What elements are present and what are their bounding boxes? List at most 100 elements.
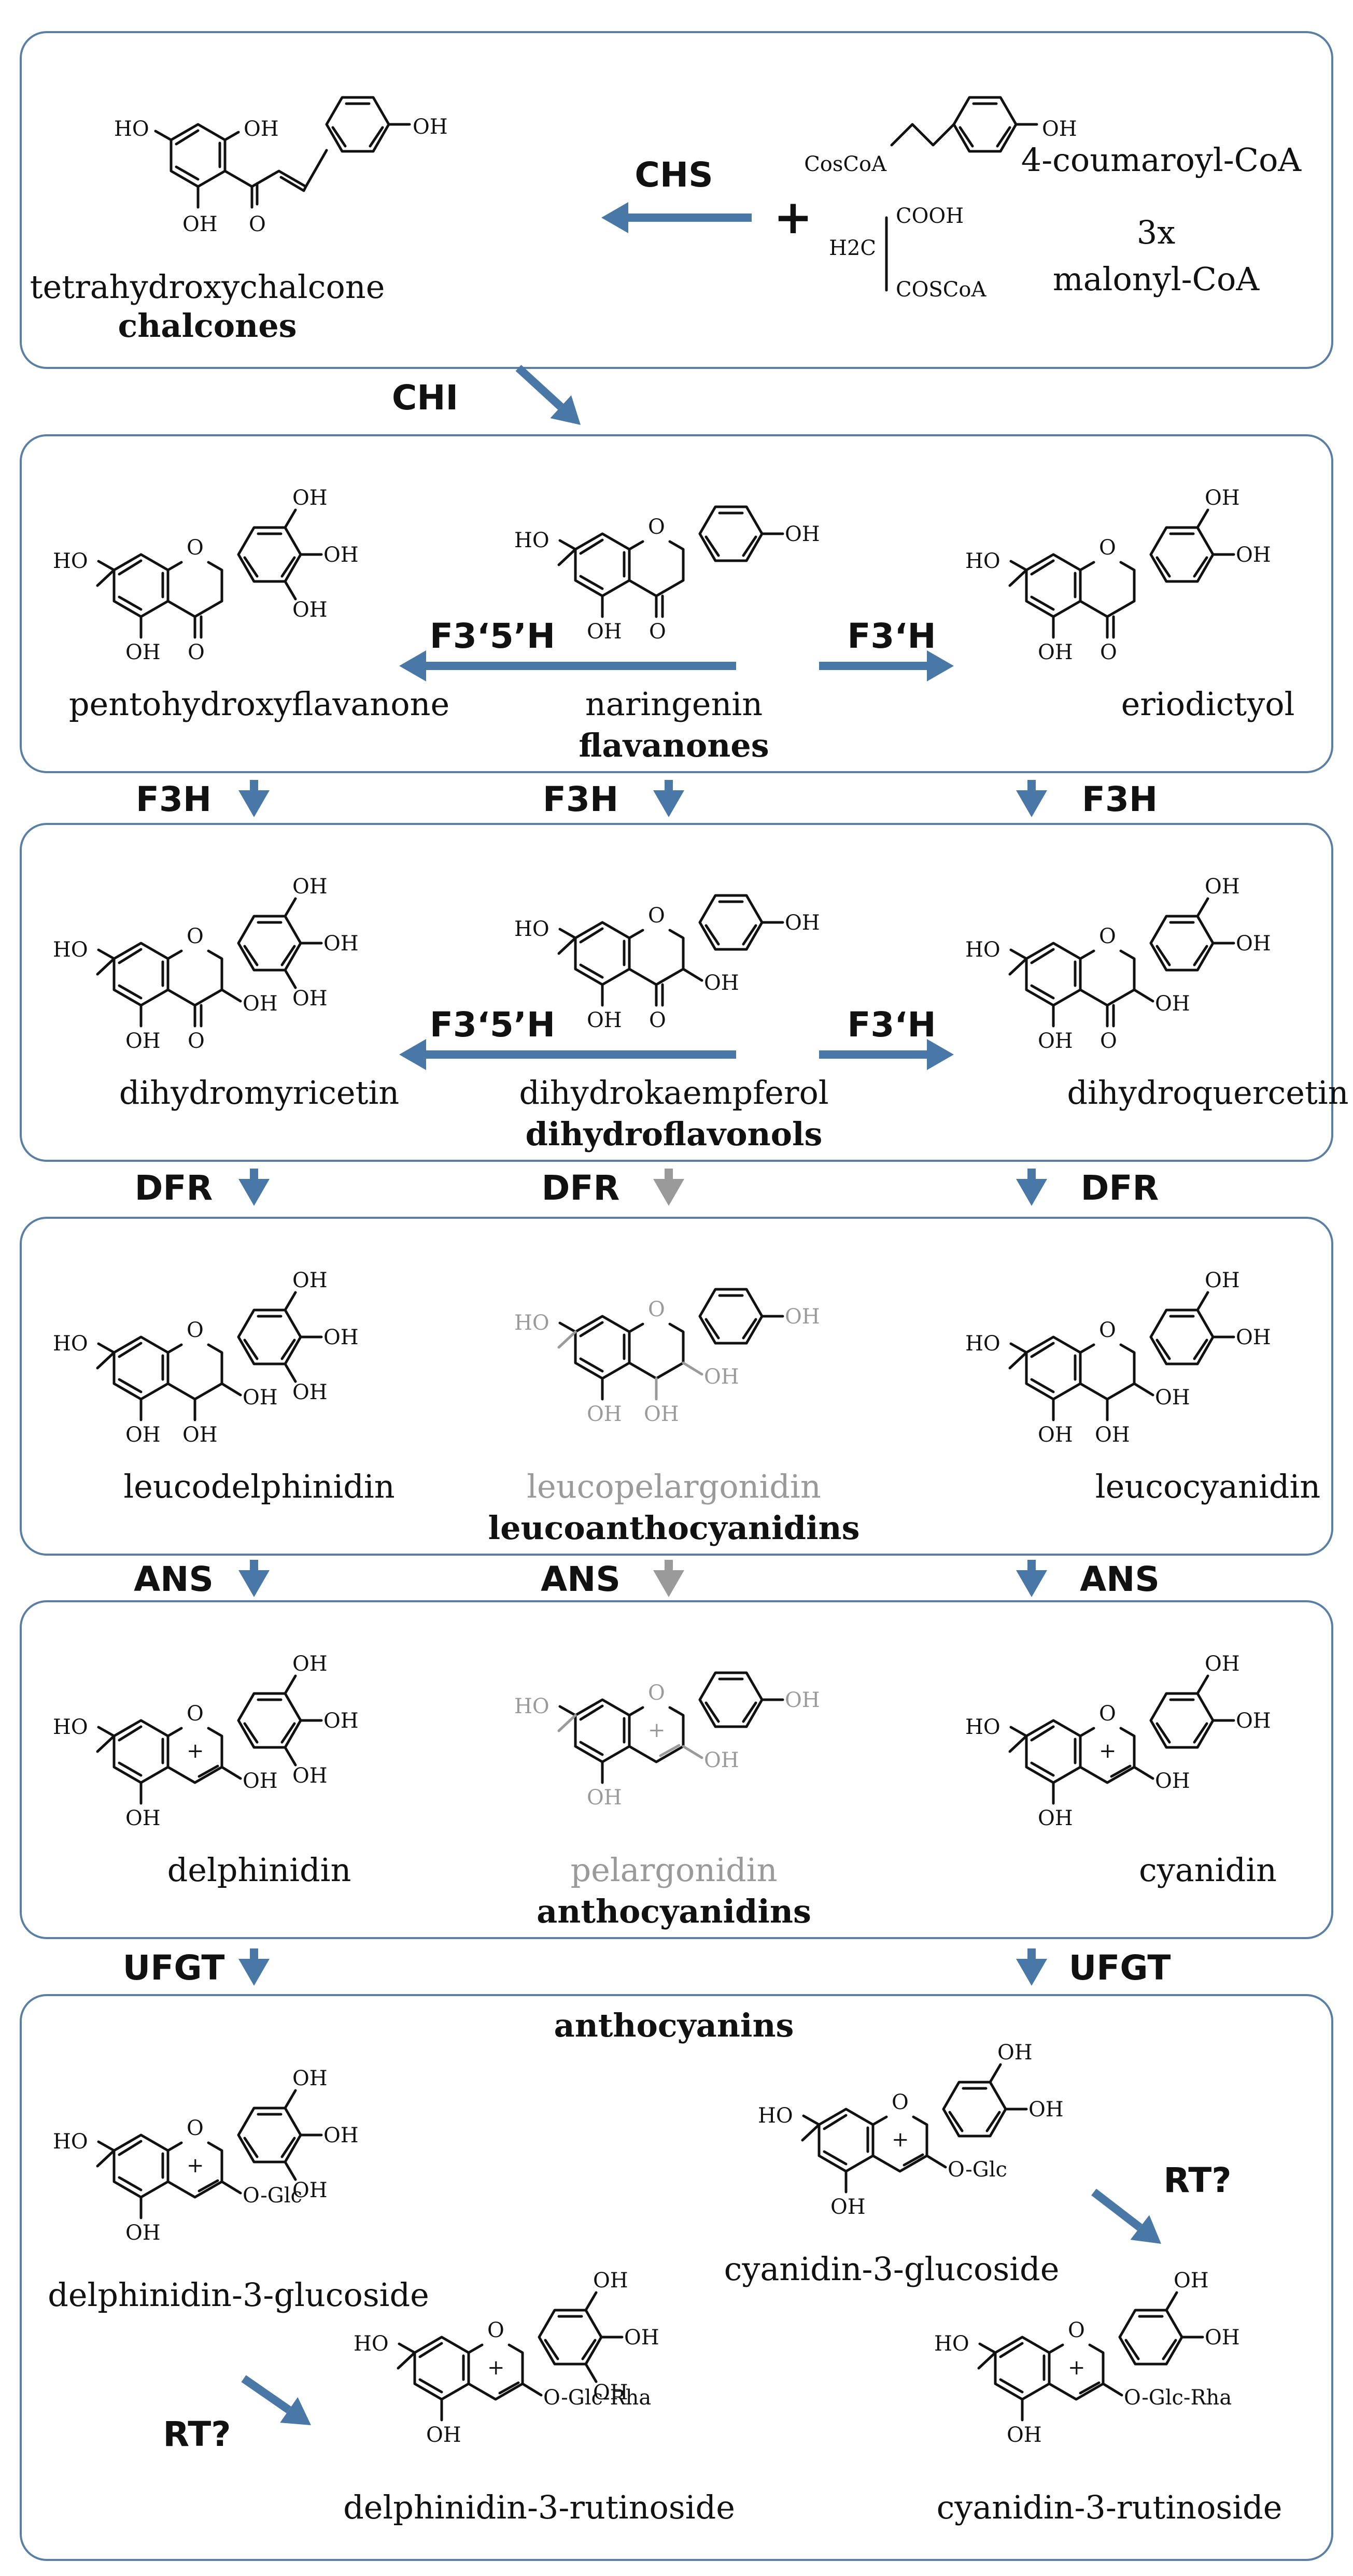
ho-7-label: HO	[514, 529, 549, 552]
rt-right-label: RT?	[1163, 2160, 1231, 2200]
ring-oxygen-label: O	[648, 1681, 665, 1705]
ring-oxygen-label: O	[1099, 1318, 1116, 1342]
ufgt-right-label: UFGT	[1069, 1948, 1171, 1988]
oh-3-label: OH	[704, 971, 739, 995]
ho-7-label: HO	[514, 917, 549, 941]
oh-4p-label: OH	[624, 2326, 659, 2350]
oh-3-label: OH	[243, 1769, 278, 1793]
oh-4p-label: OH	[323, 543, 359, 567]
ans-center-arrow	[653, 1560, 684, 1597]
flavanones-f3h-prime-arrow	[819, 650, 954, 681]
ring-oxygen-label: O	[1099, 536, 1116, 560]
chalcone-ho-label: HO	[114, 117, 149, 141]
flavanones-right-name: eriodictyol	[1121, 685, 1295, 723]
anthocyanidins-right-name: cyanidin	[1139, 1851, 1277, 1889]
plus-sign: +	[773, 190, 812, 245]
f3h-right-label: F3H	[1082, 779, 1158, 819]
cation-label: +	[187, 2154, 204, 2177]
oh-3p-label: OH	[1205, 875, 1240, 899]
cation-label: +	[1068, 2356, 1086, 2380]
ho-7-label: HO	[514, 1311, 549, 1335]
chi-arrow	[515, 365, 581, 425]
oh-3-label: OH	[704, 1365, 739, 1389]
malonyl-label: malonyl-CoA	[1053, 260, 1260, 298]
dihydroflavonols-f3h-prime-label: F3‘H	[847, 1005, 936, 1045]
oh-3p-label: OH	[292, 2067, 328, 2090]
oh-5-label: OH	[125, 1423, 161, 1447]
oh-5p-label: OH	[292, 598, 328, 622]
ufgt-left-label: UFGT	[123, 1948, 225, 1988]
ans-right-arrow	[1016, 1560, 1047, 1597]
oh-3-label: OH	[243, 992, 278, 1016]
dihydroflavonols-box	[20, 823, 1333, 1162]
ufgt-left-arrow	[238, 1948, 270, 1986]
ring-oxygen-label: O	[1099, 924, 1116, 948]
oh-5p-label: OH	[292, 1764, 328, 1788]
oh-5-label: OH	[426, 2423, 461, 2447]
oh-3-label: OH	[1155, 1769, 1190, 1793]
dfr-center-arrow	[653, 1169, 684, 1206]
cg-name: cyanidin-3-glucoside	[724, 2250, 1060, 2288]
ho-7-label: HO	[965, 549, 1000, 573]
chalcone-oh-label: OH	[244, 117, 279, 141]
chs-label: CHS	[635, 155, 713, 195]
oh-3p-label: OH	[1205, 486, 1240, 510]
coumaroyl-oh-label: OH	[1042, 117, 1077, 141]
f3h-center-arrow	[653, 780, 684, 817]
oh-5-label: OH	[125, 1806, 161, 1830]
coumaroyl-label: 4-coumaroyl-CoA	[1021, 141, 1302, 179]
oh-3p-label: OH	[292, 875, 328, 899]
chalcone-oh5-label: OH	[182, 212, 218, 236]
dihydroflavonols-f3h-prime-arrow	[819, 1039, 954, 1070]
ans-left-arrow	[238, 1560, 270, 1597]
ho-7-label: HO	[965, 1332, 1000, 1356]
oh-4p-label: OH	[323, 1709, 359, 1733]
ring-oxygen-label: O	[648, 515, 665, 539]
chalcone-compound-name: tetrahydroxychalcone	[30, 268, 385, 306]
ring-oxygen-label: O	[187, 924, 204, 948]
anthocyanidins-class-label: anthocyanidins	[537, 1892, 811, 1930]
dfr-right-arrow	[1016, 1169, 1047, 1206]
oh-5p-label: OH	[292, 1380, 328, 1404]
oh-4p-label: OH	[323, 1326, 359, 1349]
anthocyanins-box	[20, 1994, 1333, 2561]
malonyl-cooh-label: COOH	[896, 204, 964, 228]
oh-5-label: OH	[1007, 2423, 1042, 2447]
oh-3p-label: OH	[593, 2269, 628, 2293]
oh-5-label: OH	[125, 2221, 161, 2245]
rt-left-arrow	[241, 2375, 311, 2425]
oh-3-label: O-Glc-Rha	[543, 2386, 651, 2410]
ho-7-label: HO	[354, 2332, 389, 2356]
keto-label: O	[1100, 641, 1117, 664]
f3h-left-arrow	[238, 780, 270, 817]
oh-3p-label: OH	[292, 1269, 328, 1292]
dfr-left-label: DFR	[135, 1168, 213, 1208]
oh-3-label: OH	[243, 1386, 278, 1410]
ho-7-label: HO	[53, 549, 88, 573]
oh-5-label: OH	[830, 2195, 866, 2219]
f3h-center-label: F3H	[543, 779, 618, 819]
dg-name: delphinidin-3-glucoside	[48, 2276, 429, 2314]
oh-3-label: O-Glc	[948, 2158, 1007, 2182]
f3h-left-label: F3H	[136, 779, 212, 819]
oh-4p-label: OH	[1236, 543, 1271, 567]
anthocyanidins-box	[20, 1600, 1333, 1939]
oh-5-label: OH	[1038, 1806, 1073, 1830]
dfr-left-arrow	[238, 1169, 270, 1206]
leucoanthocyanidins-left-name: leucodelphinidin	[123, 1468, 394, 1505]
dihydroflavonols-f35h-label: F3‘5’H	[430, 1005, 555, 1045]
oh-5-label: OH	[587, 1402, 622, 1426]
oh-3p-label: OH	[292, 1652, 328, 1676]
oh-3p-label: OH	[1174, 2269, 1209, 2293]
rt-right-arrow	[1091, 2188, 1161, 2244]
ho-7-label: HO	[965, 938, 1000, 962]
oh-5p-label: OH	[292, 987, 328, 1011]
